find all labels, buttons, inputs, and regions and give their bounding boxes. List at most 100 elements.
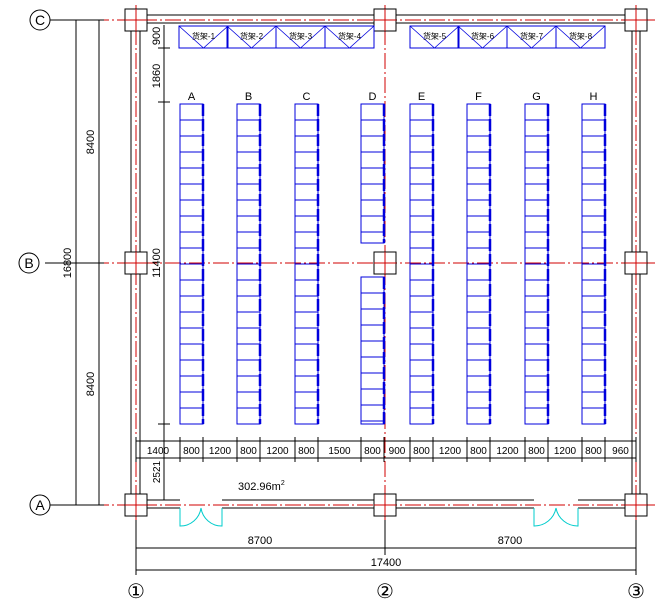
dim-label-upper: 8400 [85, 130, 97, 154]
shelf-label: 货架-2 [240, 31, 264, 41]
axis-label-col-3: ③ [627, 581, 645, 603]
shelf-label: 货架-5 [423, 31, 447, 41]
rack-row-dim-label: 1200 [496, 446, 519, 457]
shelf-6: 货架-6 [457, 25, 508, 49]
door-2 [533, 507, 579, 527]
column-1-1 [373, 251, 397, 275]
rack-row-dim-label: 800 [240, 446, 257, 457]
shelf-brace [275, 25, 326, 49]
axis-label-col-1: ① [127, 581, 145, 603]
top-shelves: 货架-1 货架-2 货架-3 货架-4 货架-5 货架-6 货架-7 货架-8 [178, 25, 606, 49]
rack-frame [360, 103, 385, 244]
rack-row-dim-label: 800 [585, 446, 602, 457]
dim-label-outer: 16800 [62, 248, 74, 279]
shelf-1: 货架-1 [178, 25, 229, 49]
rack-row-dim-label: 800 [183, 446, 200, 457]
shelf-brace [506, 25, 557, 49]
rack-row-dim-label: 960 [612, 446, 629, 457]
doors [179, 507, 579, 527]
shelf-4: 货架-4 [324, 25, 375, 49]
rack-label: G [532, 91, 541, 103]
dimension-lines [45, 19, 637, 575]
shelf-brace [457, 25, 508, 49]
shelf-label: 货架-7 [520, 31, 544, 41]
door-leaf-right [555, 507, 579, 527]
column-1-2 [624, 251, 648, 275]
shelf-2: 货架-2 [226, 25, 277, 49]
rack-row-dim-label: 800 [528, 446, 545, 457]
shelf-brace [226, 25, 277, 49]
axis-bubble-c-circle [29, 9, 51, 31]
column-0-0 [124, 8, 148, 32]
dim-label-2521: 2521 [152, 460, 163, 483]
rack-row-dim-label: 1400 [147, 446, 170, 457]
shelf-brace [409, 25, 460, 49]
rack-row-ticks [135, 437, 637, 462]
axis-bubble-a: A [29, 494, 51, 516]
rack-row-dim-label: 900 [389, 446, 406, 457]
area-superscript: 2 [281, 480, 285, 487]
shelf-brace [178, 25, 229, 49]
rack-B: B [236, 91, 262, 425]
dim-label-bay-1: 8700 [248, 535, 272, 547]
rack-label: E [418, 91, 425, 103]
dim-label-11400: 11400 [151, 248, 163, 278]
shelf-brace [324, 25, 375, 49]
area-value: 302.96m [238, 481, 281, 493]
shelf-label: 货架-1 [192, 31, 216, 41]
rack-row-dim-label: 800 [364, 446, 381, 457]
rack-label: C [303, 91, 311, 103]
rack-label: B [245, 91, 252, 103]
rack-row-dim-label: 1500 [328, 446, 351, 457]
axis-lines [45, 5, 655, 555]
area-label: 302.96m2 [238, 480, 285, 493]
rack-row-dim-label: 1200 [266, 446, 289, 457]
axis-bubble-a-label: A [35, 497, 45, 513]
dim-label-lower: 8400 [85, 372, 97, 396]
shelf-label: 货架-6 [471, 31, 495, 41]
rack-row-labels: 1400 800 1200 800 1200 800 1500 800 900 800 1200 80… [147, 446, 629, 457]
rack-row-dim-label: 1200 [209, 446, 232, 457]
axis-bubble-a-circle [29, 494, 51, 516]
columns [124, 8, 648, 517]
door-leaf-left [533, 507, 557, 527]
rack-H: H [581, 91, 607, 425]
rack-label: H [590, 91, 598, 103]
rack-row-dim-label: 1200 [554, 446, 577, 457]
axis-bubble-b-label: B [24, 255, 33, 271]
column-0-1 [373, 8, 397, 32]
dim-label-bay-2: 8700 [498, 535, 522, 547]
column-0-2 [624, 8, 648, 32]
axis-bubble-c-label: C [35, 12, 45, 28]
dim-label-900: 900 [151, 27, 163, 45]
rack-row-dim-label: 800 [470, 446, 487, 457]
door-leaf-left [179, 507, 202, 527]
column-2-0 [124, 493, 148, 517]
rack-G: G [524, 91, 550, 425]
axis-bubble-b-circle [18, 252, 40, 274]
column-2-1 [373, 493, 397, 517]
rack-row-dim-label: 1200 [439, 446, 462, 457]
rack-row-dim-label: 800 [413, 446, 430, 457]
shelf-5: 货架-5 [409, 25, 460, 49]
shelf-label: 货架-8 [569, 31, 593, 41]
axis-bubble-c: C [29, 9, 51, 31]
rack-frame [360, 276, 385, 425]
rack-label: A [188, 91, 196, 103]
dim-label-1860: 1860 [151, 64, 163, 88]
shelf-7: 货架-7 [506, 25, 557, 49]
door-leaf-right [200, 507, 223, 527]
shelf-8: 货架-8 [555, 25, 606, 49]
rack-D: D [360, 91, 386, 425]
dim-label-total: 17400 [371, 557, 402, 569]
column-2-2 [624, 493, 648, 517]
axis-label-col-2: ② [376, 581, 394, 603]
shelf-label: 货架-4 [338, 31, 362, 41]
column-1-0 [124, 251, 148, 275]
rack-F: F [466, 91, 492, 425]
racks: A B C D E F G H [179, 91, 607, 425]
rack-label: F [475, 91, 482, 103]
shelf-3: 货架-3 [275, 25, 326, 49]
rack-row-dim-label: 800 [298, 446, 315, 457]
rack-A: A [179, 91, 205, 425]
